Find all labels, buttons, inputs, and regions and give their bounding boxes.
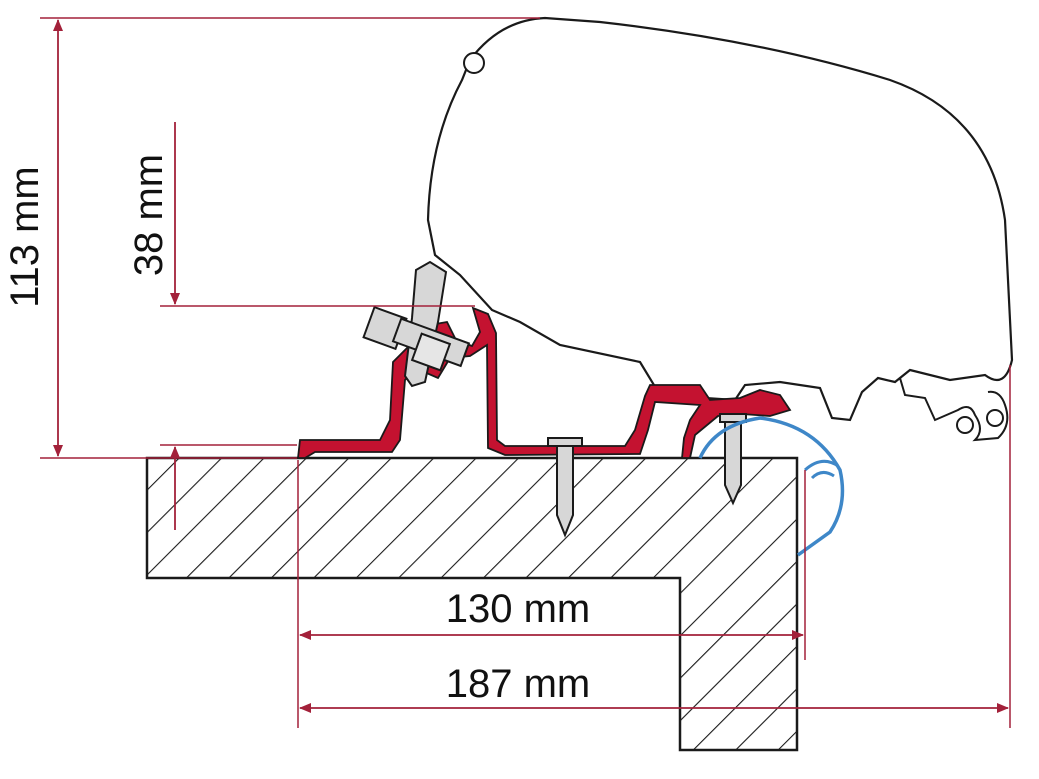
screw-left xyxy=(547,437,583,538)
awning-end-profile xyxy=(899,377,1009,442)
end-curl-1 xyxy=(956,416,974,434)
label-113-mm: 113 mm xyxy=(3,166,47,308)
dimension-lines xyxy=(53,19,1009,713)
bolt-washer xyxy=(410,332,452,372)
awning-housing xyxy=(426,16,1014,422)
label-130-mm: 130 mm xyxy=(446,587,591,631)
label-187-mm: 187 mm xyxy=(446,662,591,706)
rain-clip xyxy=(698,416,845,557)
extension-lines xyxy=(40,17,1011,728)
label-38-mm: 38 mm xyxy=(127,154,171,276)
housing-knob xyxy=(463,52,485,74)
roof-section xyxy=(145,456,799,752)
rain-clip-hook xyxy=(804,459,839,480)
end-curl-2 xyxy=(986,409,1004,427)
